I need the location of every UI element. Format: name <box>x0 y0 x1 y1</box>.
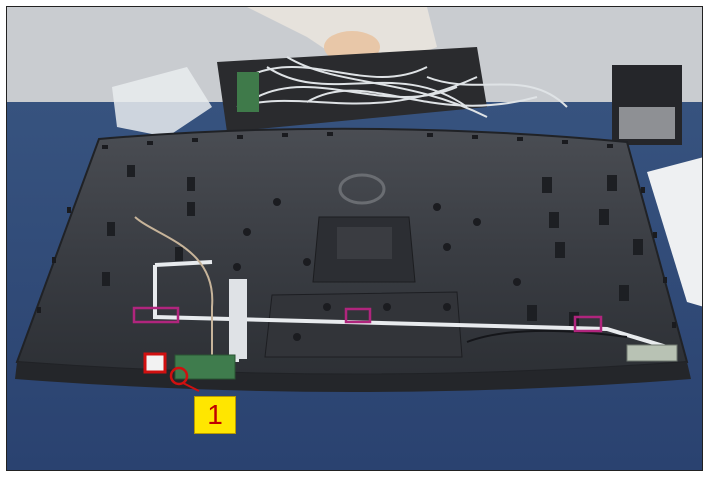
photo-frame: 1 <box>6 6 703 471</box>
screw-box-inner <box>619 107 675 139</box>
stand-mount-recess <box>337 227 392 259</box>
edge-clips <box>37 132 676 328</box>
dark-wire <box>466 329 628 343</box>
highlight-box-center <box>344 307 372 324</box>
tape-marker <box>143 352 167 374</box>
highlight-box-left <box>132 306 180 324</box>
parts-tray <box>217 47 487 132</box>
plastic-bag <box>112 67 212 137</box>
paper-sheet <box>647 157 702 307</box>
screw-holes <box>233 198 521 341</box>
highlight-boxes <box>132 306 603 333</box>
button-board <box>174 354 236 380</box>
right-board <box>626 344 678 362</box>
flat-cable-wide <box>229 279 247 359</box>
green-board-in-tray <box>237 72 259 112</box>
thin-wire <box>134 216 214 357</box>
callout-leader <box>182 382 200 392</box>
callout-circle <box>169 366 189 386</box>
logo-mark <box>338 173 386 205</box>
callout-label-1: 1 <box>194 396 236 434</box>
cable-bundle <box>236 56 568 118</box>
photo-scene <box>7 7 702 470</box>
highlight-box-right <box>573 315 603 333</box>
